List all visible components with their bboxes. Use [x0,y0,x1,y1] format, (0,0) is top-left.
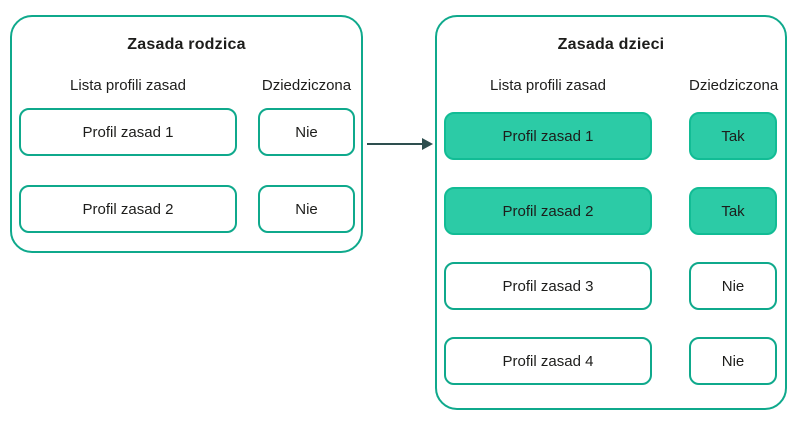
parent-column-header-profiles: Lista profili zasad [70,77,186,94]
child-profile-box-2: Profil zasad 2 [444,187,652,235]
child-column-header-inherited: Dziedziczona [689,77,779,94]
child-inherited-box-3: Nie [689,262,777,310]
child-inherited-box-4: Nie [689,337,777,385]
parent-policy-panel: Zasada rodzica Lista profili zasad Dzied… [10,15,363,253]
child-policy-panel: Zasada dzieci Lista profili zasad Dziedz… [435,15,787,410]
parent-profile-box-1: Profil zasad 1 [19,108,237,156]
child-inherited-box-1: Tak [689,112,777,160]
child-profile-box-1: Profil zasad 1 [444,112,652,160]
parent-profile-box-2: Profil zasad 2 [19,185,237,233]
child-column-header-profiles: Lista profili zasad [490,77,606,94]
parent-inherited-box-2: Nie [258,185,355,233]
child-profile-box-3: Profil zasad 3 [444,262,652,310]
parent-inherited-box-1: Nie [258,108,355,156]
parent-column-header-inherited: Dziedziczona [261,77,352,94]
child-profile-box-4: Profil zasad 4 [444,337,652,385]
arrow-right-icon [367,136,433,152]
child-inherited-box-2: Tak [689,187,777,235]
child-panel-title: Zasada dzieci [557,36,665,53]
parent-panel-title: Zasada rodzica [127,36,246,53]
